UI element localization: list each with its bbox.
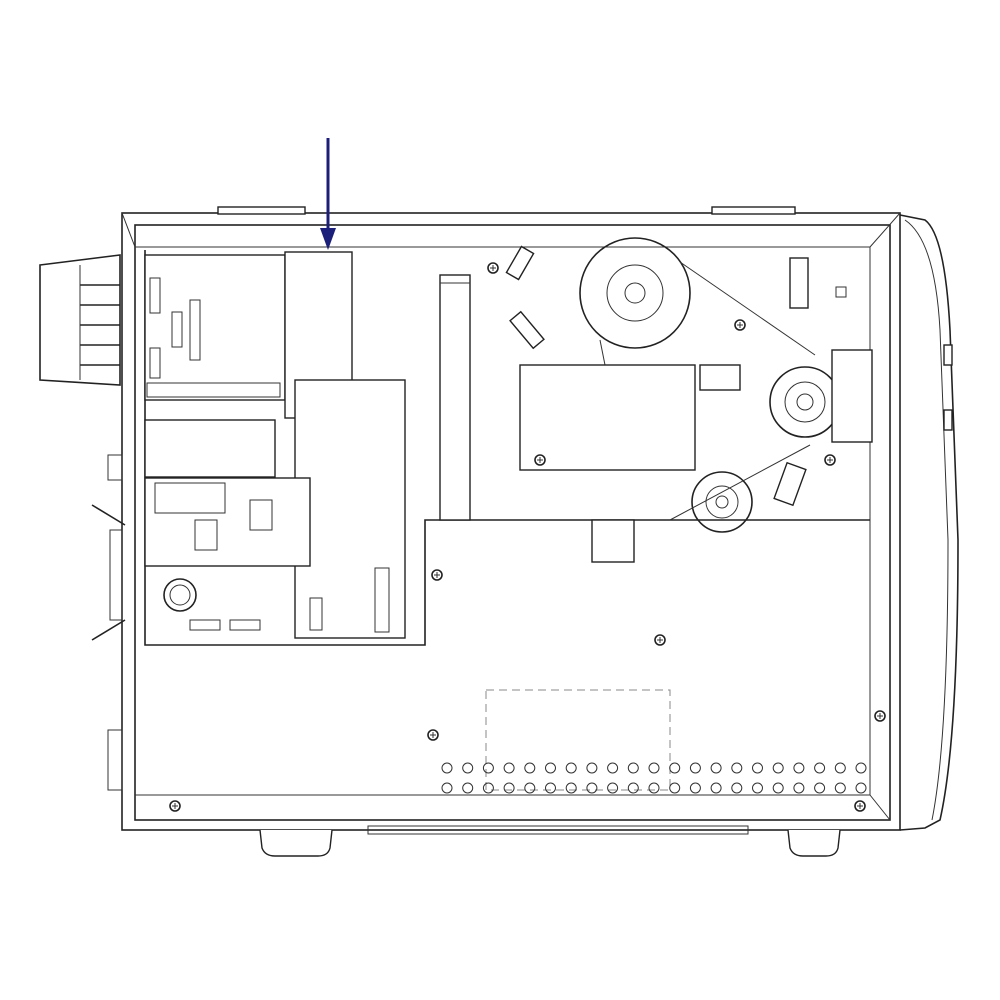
callout-arrow [320,138,336,250]
screw-icon [427,729,439,741]
screw-icon [487,262,499,274]
vent-hole [607,762,619,774]
electronics-area [144,250,870,646]
screw-icon [654,634,666,646]
vent-hole [586,782,598,794]
print-mechanism [439,237,873,563]
heat-sink-fins [39,254,121,386]
vent-hole [855,782,867,794]
vent-hole [793,762,805,774]
vent-hole [441,762,453,774]
vent-hole [503,762,515,774]
vent-hole [482,762,494,774]
screw-icon [824,454,836,466]
vent-hole [752,762,763,774]
vent-hole [441,782,453,794]
vent-hole [731,782,743,794]
vent-hole [648,762,660,774]
printhead-assembly [519,364,696,471]
right-side-cover [899,214,959,831]
vent-hole [627,782,639,794]
vent-hole [648,782,660,794]
vent-hole [793,782,805,794]
feet [259,829,841,857]
vent-hole [545,782,556,794]
vent-hole [524,762,536,774]
ribbon-take-up-spindle [769,366,841,438]
vent-hole [772,782,784,794]
left-connectors [91,454,126,791]
platen-roller [691,471,753,533]
vent-hole [814,762,826,774]
top-hinges [217,206,796,215]
screw-icon [169,800,181,812]
vent-hole [565,782,577,794]
vent-holes [441,762,867,794]
vent-hole [710,762,722,774]
vent-hole [462,762,474,774]
vent-hole [669,782,681,794]
vent-hole [710,782,722,794]
dashed-access-panel [485,689,671,791]
vent-hole [855,762,867,774]
screw-icon [431,569,443,581]
vent-hole [772,762,784,774]
vent-hole [565,762,577,774]
vent-hole [752,782,763,794]
screws [169,262,886,812]
screw-icon [874,710,886,722]
vent-hole [669,762,681,774]
vent-hole [689,762,701,774]
printer-housing [121,212,901,835]
vent-hole [545,762,556,774]
vent-hole [834,782,846,794]
vent-hole [482,782,494,794]
vent-hole [731,762,743,774]
vent-hole [462,782,474,794]
vent-hole [627,762,639,774]
vent-hole [503,782,515,794]
screw-icon [734,319,746,331]
screw-icon [854,800,866,812]
ribbon-supply-spindle [579,237,691,349]
vent-hole [586,762,598,774]
vent-hole [814,782,826,794]
vent-hole [689,782,701,794]
vent-hole [834,762,846,774]
vent-hole [607,782,619,794]
vent-hole [524,782,536,794]
screw-icon [534,454,546,466]
